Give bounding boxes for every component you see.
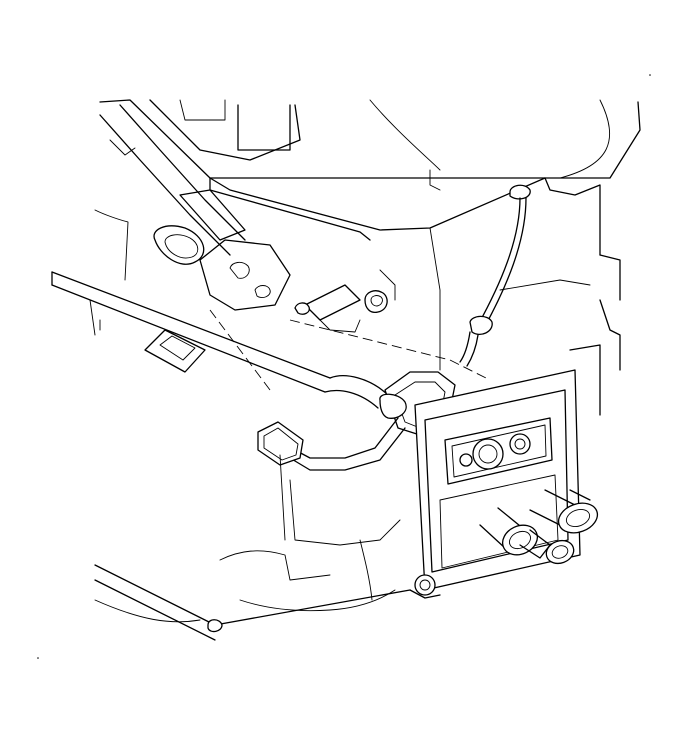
speck-top-right bbox=[649, 74, 651, 76]
outlet-pipes bbox=[479, 489, 599, 565]
control-rod bbox=[51, 271, 389, 409]
actuator-fasteners bbox=[294, 269, 396, 333]
lower-housing bbox=[94, 454, 411, 641]
housing-side-panels bbox=[89, 177, 621, 416]
upper-housing-cover bbox=[99, 99, 641, 241]
outlet-connector-block bbox=[409, 369, 581, 599]
left-bracket-arm bbox=[99, 104, 291, 311]
vacuum-hose bbox=[459, 184, 531, 367]
speck-bottom-left bbox=[37, 657, 39, 659]
dashed-reference-lines bbox=[209, 309, 491, 391]
left-fitting bbox=[144, 329, 206, 373]
